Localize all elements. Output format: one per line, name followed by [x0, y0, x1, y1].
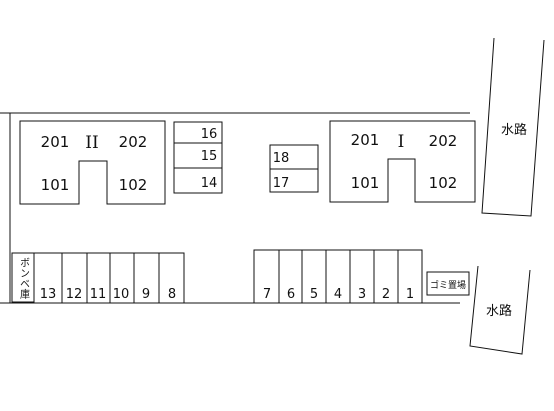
building-1-room-201: 201	[351, 131, 380, 149]
garbage-area-box	[426, 271, 470, 296]
parking-space-7: 7	[263, 287, 271, 302]
building-1-name: I	[398, 132, 405, 152]
parking-space-5: 5	[310, 287, 318, 302]
parking-block-center-left	[173, 121, 223, 194]
parking-space-2: 2	[382, 287, 390, 302]
building-1-room-202: 202	[429, 132, 458, 150]
parking-space-10: 10	[113, 287, 130, 302]
building-2-name: II	[85, 133, 98, 153]
building-2-room-202: 202	[119, 133, 148, 151]
parking-space-11: 11	[90, 287, 107, 302]
parking-space-3: 3	[358, 287, 366, 302]
parking-space-6: 6	[287, 287, 295, 302]
building-1-room-102: 102	[429, 174, 458, 192]
parking-space-14: 14	[201, 176, 218, 191]
gas-storage-label: ボンベ庫	[18, 257, 30, 300]
building-2-room-102: 102	[119, 176, 148, 194]
parking-space-16: 16	[201, 127, 218, 142]
garbage-area-label: ゴミ置場	[430, 279, 466, 291]
parking-space-18: 18	[273, 151, 290, 166]
waterway-bottom-label: 水路	[486, 303, 512, 319]
waterway-bottom-shape	[469, 265, 531, 355]
building-2-room-201: 201	[41, 133, 70, 151]
parking-space-8: 8	[168, 287, 176, 302]
parking-space-1: 1	[406, 287, 414, 302]
parking-space-9: 9	[142, 287, 150, 302]
parking-space-12: 12	[66, 287, 83, 302]
waterway-top-shape	[481, 37, 545, 217]
building-1-outline	[329, 120, 476, 203]
building-1-room-101: 101	[351, 174, 380, 192]
parking-row-left	[33, 252, 185, 304]
parking-space-15: 15	[201, 149, 218, 164]
parking-space-13: 13	[40, 287, 57, 302]
parking-space-17: 17	[273, 176, 290, 191]
parking-space-4: 4	[334, 287, 342, 302]
building-2-outline	[19, 120, 166, 205]
building-2-room-101: 101	[41, 176, 70, 194]
parking-row-right	[253, 249, 423, 304]
waterway-top-label: 水路	[501, 122, 527, 138]
